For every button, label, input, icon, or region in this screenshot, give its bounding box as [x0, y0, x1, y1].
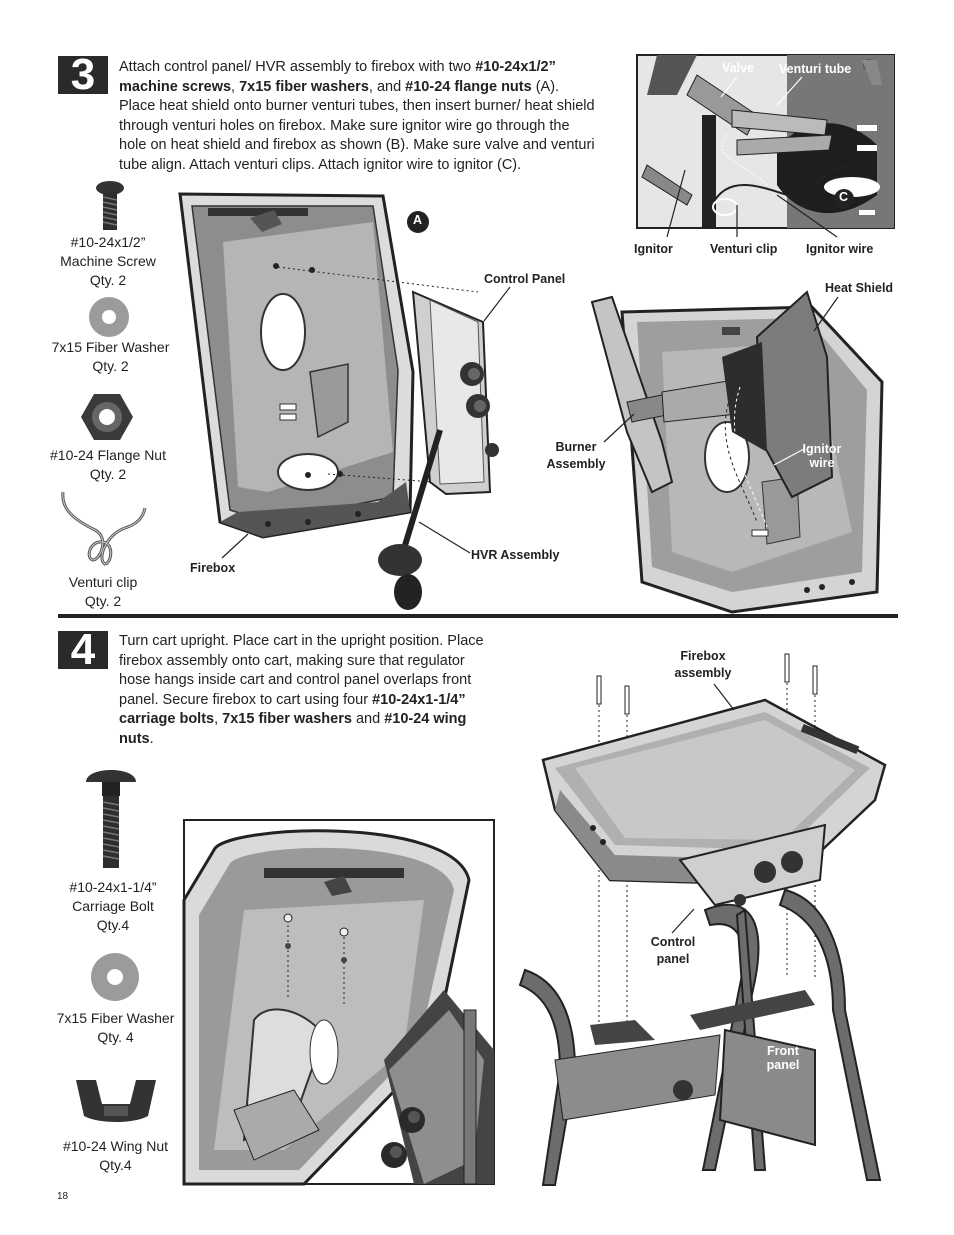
inset-label-ignitor: Ignitor [634, 242, 673, 256]
part-qty: Qty. 2 [84, 593, 122, 609]
instruction-run: (A). Place heat shield onto burner ventu… [119, 78, 595, 173]
instruction-bold-run: 7x15 fiber washers [222, 711, 352, 728]
part-qty: Qty. 2 [89, 466, 127, 482]
carriage-bolt-icon [86, 770, 136, 868]
part-qty: Qty. 4 [97, 1029, 134, 1045]
instruction-run: , [214, 711, 223, 728]
label-hvr-assembly: HVR Assembly [471, 548, 560, 562]
label-control-panel-4: Control panel [650, 935, 696, 966]
leader-control-panel [483, 286, 511, 322]
label-firebox-assembly: Firebox assembly [674, 649, 732, 680]
burner-illustration [590, 290, 884, 614]
part-name: #10-24x1-1/4” [69, 879, 157, 895]
part-wing-nut: #10-24 Wing Nut Qty.4 [48, 1137, 183, 1175]
page-number: 18 [57, 1191, 69, 1202]
instruction-run: Turn cart upright. Place cart in the upr… [119, 633, 484, 708]
part-fiber-washer-4: 7x15 Fiber Washer Qty. 4 [48, 1009, 183, 1047]
leader-burner [603, 413, 635, 443]
inset-label-ignitor-wire: Ignitor wire [806, 242, 874, 256]
part-type: Carriage Bolt [72, 898, 154, 914]
instruction-run: , and [368, 78, 406, 95]
leader-heat-shield [813, 296, 839, 332]
part-venturi-clip: Venturi clip Qty. 2 [38, 573, 168, 611]
part-fiber-washer: 7x15 Fiber Washer Qty. 2 [38, 338, 183, 376]
part-name: #10-24x1/2” [70, 234, 146, 250]
label-heat-shield: Heat Shield [825, 281, 894, 295]
wing-nut-icon [76, 1080, 156, 1122]
instruction-bold-run: #10-24x1-1/4” carriage bolts [119, 691, 466, 728]
instruction-bold-run: #10-24x1/2” machine screws [119, 59, 556, 95]
callout-c-label: C [839, 190, 849, 204]
part-carriage-bolt: #10-24x1-1/4” Carriage Bolt Qty.4 [48, 878, 178, 935]
part-qty: Qty. 2 [89, 272, 127, 288]
instruction-run: Attach control panel/ HVR assembly to fi… [119, 59, 476, 75]
step-divider [58, 614, 898, 618]
inset-leaders [666, 76, 838, 238]
flange-nut-icon [81, 394, 133, 440]
bolt-detail-inset [182, 819, 495, 1186]
cart-assembly-illustration [518, 653, 887, 1186]
part-qty: Qty.4 [96, 917, 130, 933]
leader-control-panel-4 [671, 908, 695, 934]
leader-ignitor-wire-b [773, 448, 805, 466]
firebox-illustration [178, 192, 499, 610]
part-type: Machine Screw [60, 253, 156, 269]
part-qty: Qty. 2 [92, 358, 129, 374]
instruction-run: . [149, 730, 154, 747]
venturi-clip-icon [61, 491, 147, 566]
label-front-panel: Front panel [766, 1044, 800, 1072]
step-4-instructions: Turn cart upright. Place cart in the upr… [119, 632, 491, 750]
inset-label-venturi-tube: Venturi tube [779, 62, 852, 76]
instruction-run: , [231, 78, 240, 95]
leader-firebox [221, 533, 249, 559]
part-machine-screw: #10-24x1/2” Machine Screw Qty. 2 [38, 233, 178, 290]
part-name: Venturi clip [68, 574, 138, 590]
label-control-panel: Control Panel [484, 272, 566, 286]
fiber-washer-icon [91, 953, 139, 1001]
leader-firebox-assembly [713, 683, 735, 711]
label-firebox: Firebox [190, 561, 236, 575]
part-flange-nut: #10-24 Flange Nut Qty. 2 [38, 446, 178, 484]
part-name: 7x15 Fiber Washer [56, 1010, 175, 1026]
part-qty: Qty.4 [99, 1157, 132, 1173]
inset-label-venturi-clip: Venturi clip [710, 242, 778, 256]
instruction-run: and [351, 711, 385, 728]
instruction-bold-run: 7x15 fiber washers [239, 78, 369, 95]
callout-a-label: A [413, 213, 423, 227]
part-name: #10-24 Flange Nut [50, 447, 166, 463]
step-4-number: 4 [58, 625, 108, 674]
part-name: #10-24 Wing Nut [62, 1138, 169, 1154]
label-burner-assembly: Burner Assembly [546, 440, 606, 471]
part-name: 7x15 Fiber Washer [51, 339, 170, 355]
step-3-instructions: Attach control panel/ HVR assembly to fi… [119, 58, 599, 176]
instruction-bold-run: #10-24 flange nuts [405, 78, 532, 95]
instruction-bold-run: #10-24 wing nuts [119, 711, 467, 747]
label-ignitor-wire-b: Ignitor wire [802, 442, 842, 470]
inset-label-valve: Valve [722, 61, 754, 75]
leader-hvr [418, 521, 471, 554]
callout-c-icon [834, 189, 854, 209]
step-3-number: 3 [58, 50, 108, 99]
machine-screw-icon [96, 181, 124, 230]
callout-a-icon [407, 211, 429, 233]
fiber-washer-icon [89, 297, 129, 337]
